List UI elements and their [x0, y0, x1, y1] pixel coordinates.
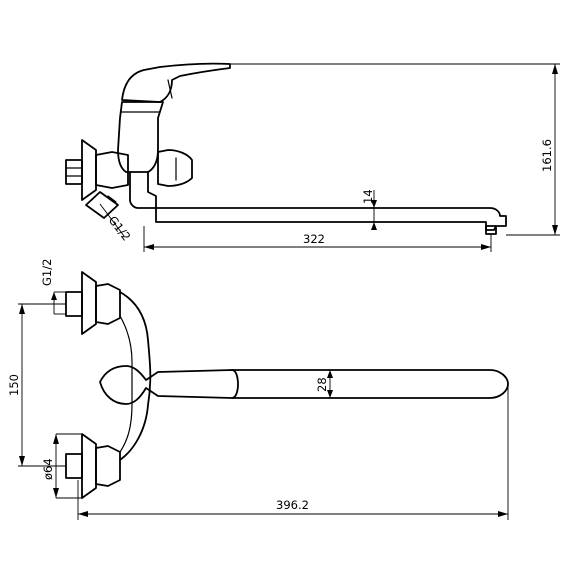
- lower-inlet-nut: [65, 453, 83, 479]
- dim-overall-label: 396.2: [276, 498, 309, 512]
- dim-inlet-label: G1/2: [106, 213, 134, 243]
- lower-union: [95, 445, 121, 487]
- arrow-head: [19, 304, 25, 314]
- inlet-detail: [107, 195, 117, 203]
- body-connector: [129, 171, 157, 209]
- arrow-head: [53, 434, 59, 444]
- upper-union: [95, 283, 121, 325]
- arrow-head: [19, 456, 25, 466]
- dim-center-label: 150: [7, 374, 21, 396]
- spout: [155, 207, 507, 231]
- arrow-head: [144, 244, 154, 250]
- top-dimensions: G1/2 150 ø64 28 396.2: [7, 259, 509, 520]
- arrow-head: [371, 200, 377, 208]
- top-view: [65, 271, 509, 499]
- top-lever: [99, 365, 239, 405]
- body-arms-inner: [119, 315, 133, 453]
- arrow-head: [51, 292, 57, 300]
- dim-thickness-label: 14: [361, 189, 375, 204]
- body-arms: [119, 291, 152, 461]
- lever-detail: [167, 79, 173, 99]
- dim-thread-top-label: G1/2: [40, 259, 54, 286]
- lever-handle: [121, 62, 231, 103]
- wall-flange: [81, 139, 97, 201]
- arrow-head: [327, 370, 333, 378]
- inlet-nut: [65, 159, 83, 185]
- arrow-head: [552, 225, 558, 235]
- arrow-head: [498, 511, 508, 517]
- lower-flange: [81, 433, 97, 499]
- arrow-head: [371, 222, 377, 230]
- arrow-head: [481, 244, 491, 250]
- upper-inlet-nut: [65, 291, 83, 317]
- side-view: [65, 62, 507, 235]
- arrow-head: [53, 488, 59, 498]
- dim-height-label: 161.6: [540, 139, 554, 172]
- inlet-pipe-angled: [85, 191, 119, 219]
- arrow-head: [552, 64, 558, 74]
- arrow-head: [78, 511, 88, 517]
- arrow-head: [327, 390, 333, 398]
- dim-spout-width-label: 28: [315, 377, 329, 392]
- top-spout: [231, 369, 509, 399]
- dim-flange-label: ø64: [41, 458, 55, 480]
- side-knob: [157, 149, 193, 187]
- upper-flange: [81, 271, 97, 335]
- dim-spout-label: 322: [303, 232, 325, 246]
- leader-line: [99, 203, 125, 237]
